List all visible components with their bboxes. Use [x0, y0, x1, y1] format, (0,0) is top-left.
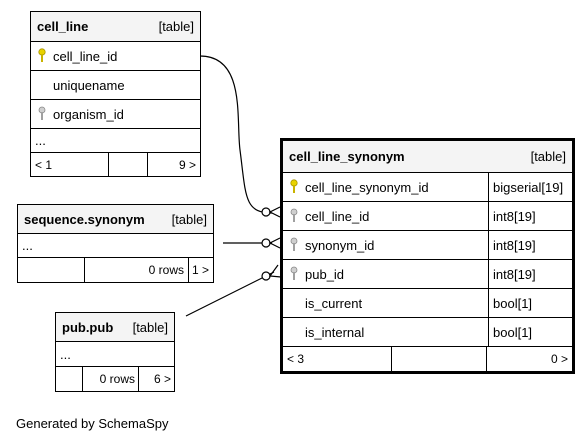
footer-rows	[108, 153, 147, 176]
table-kind: [table]	[158, 19, 194, 34]
relation-cell-line	[199, 55, 273, 214]
table-kind: [table]	[530, 149, 566, 164]
table-footer: 0 rows 6 >	[56, 367, 174, 391]
column-type: int8[19]	[488, 202, 572, 230]
table-header: pub.pub [table]	[56, 313, 174, 342]
column-row[interactable]: synonym_id int8[19]	[283, 231, 572, 260]
footer-parents[interactable]	[56, 367, 82, 391]
ellipsis-row: ...	[18, 234, 213, 258]
primary-key-icon	[31, 48, 53, 64]
foreign-key-icon	[31, 106, 53, 122]
foreign-key-icon	[283, 208, 305, 224]
column-name: organism_id	[53, 106, 124, 122]
column-type: int8[19]	[488, 260, 572, 288]
column-row[interactable]: cell_line_synonym_id bigserial[19]	[283, 173, 572, 202]
column-type: bool[1]	[488, 289, 572, 317]
column-row[interactable]: uniquename	[31, 71, 200, 100]
ellipsis: ...	[60, 346, 71, 362]
footer-parents[interactable]: < 1	[35, 157, 53, 172]
ellipsis: ...	[35, 133, 46, 148]
table-cell-line[interactable]: cell_line [table] cell_line_id uniquenam…	[30, 11, 201, 177]
relation-pub-optional-end	[261, 271, 271, 281]
footer-rows: 0 rows	[84, 258, 188, 282]
table-header: cell_line [table]	[31, 12, 200, 42]
table-name: cell_line_synonym	[289, 149, 405, 164]
column-name: uniquename	[53, 77, 125, 93]
relation-synonym-crowfoot	[268, 237, 281, 249]
table-name: sequence.synonym	[24, 211, 145, 227]
footer-rows: 0 rows	[82, 367, 138, 391]
foreign-key-icon	[283, 266, 305, 282]
ellipsis-row: ...	[31, 129, 200, 153]
column-name: is_current	[305, 295, 363, 311]
footer-parents[interactable]	[18, 258, 84, 282]
column-name: cell_line_id	[305, 208, 370, 224]
table-cell-line-synonym[interactable]: cell_line_synonym [table] cell_line_syno…	[280, 138, 575, 374]
column-row[interactable]: organism_id	[31, 100, 200, 129]
primary-key-icon	[283, 179, 305, 195]
column-row[interactable]: cell_line_id int8[19]	[283, 202, 572, 231]
footer-children[interactable]: 0 >	[486, 347, 572, 371]
column-row[interactable]: pub_id int8[19]	[283, 260, 572, 289]
column-name: is_internal	[305, 324, 365, 340]
table-kind: [table]	[171, 211, 207, 227]
footer-children[interactable]: 1 >	[188, 258, 213, 282]
footer-parents[interactable]: < 3	[287, 352, 305, 366]
table-header: cell_line_synonym [table]	[283, 141, 572, 173]
column-row[interactable]: cell_line_id	[31, 42, 200, 71]
column-row[interactable]: is_current bool[1]	[283, 289, 572, 318]
table-kind: [table]	[132, 319, 168, 335]
column-name: cell_line_synonym_id	[305, 179, 429, 195]
ellipsis: ...	[22, 238, 33, 253]
table-pub-pub[interactable]: pub.pub [table] ... 0 rows 6 >	[55, 312, 175, 392]
table-name: cell_line	[37, 19, 89, 34]
footer-children[interactable]: 6 >	[138, 367, 174, 391]
column-type: int8[19]	[488, 231, 572, 259]
footer-rows	[391, 347, 486, 371]
relation-pub-crowfoot	[268, 264, 282, 278]
ellipsis-row: ...	[56, 342, 174, 367]
footer-children[interactable]: 9 >	[147, 153, 200, 176]
table-footer: < 1 9 >	[31, 153, 200, 176]
column-row[interactable]: is_internal bool[1]	[283, 318, 572, 347]
column-name: pub_id	[305, 266, 345, 282]
foreign-key-icon	[283, 237, 305, 253]
column-type: bigserial[19]	[488, 173, 572, 201]
table-footer: < 3 0 >	[283, 347, 572, 371]
generated-by-label: Generated by SchemaSpy	[16, 416, 169, 431]
table-header: sequence.synonym [table]	[18, 205, 213, 234]
relation-pub	[185, 271, 275, 317]
column-name: synonym_id	[305, 237, 375, 253]
column-type: bool[1]	[488, 318, 572, 346]
table-sequence-synonym[interactable]: sequence.synonym [table] ... 0 rows 1 >	[17, 204, 214, 283]
table-footer: 0 rows 1 >	[18, 258, 213, 282]
relation-cell-line-crowfoot	[268, 206, 281, 218]
table-name: pub.pub	[62, 319, 114, 335]
column-name: cell_line_id	[53, 48, 118, 64]
